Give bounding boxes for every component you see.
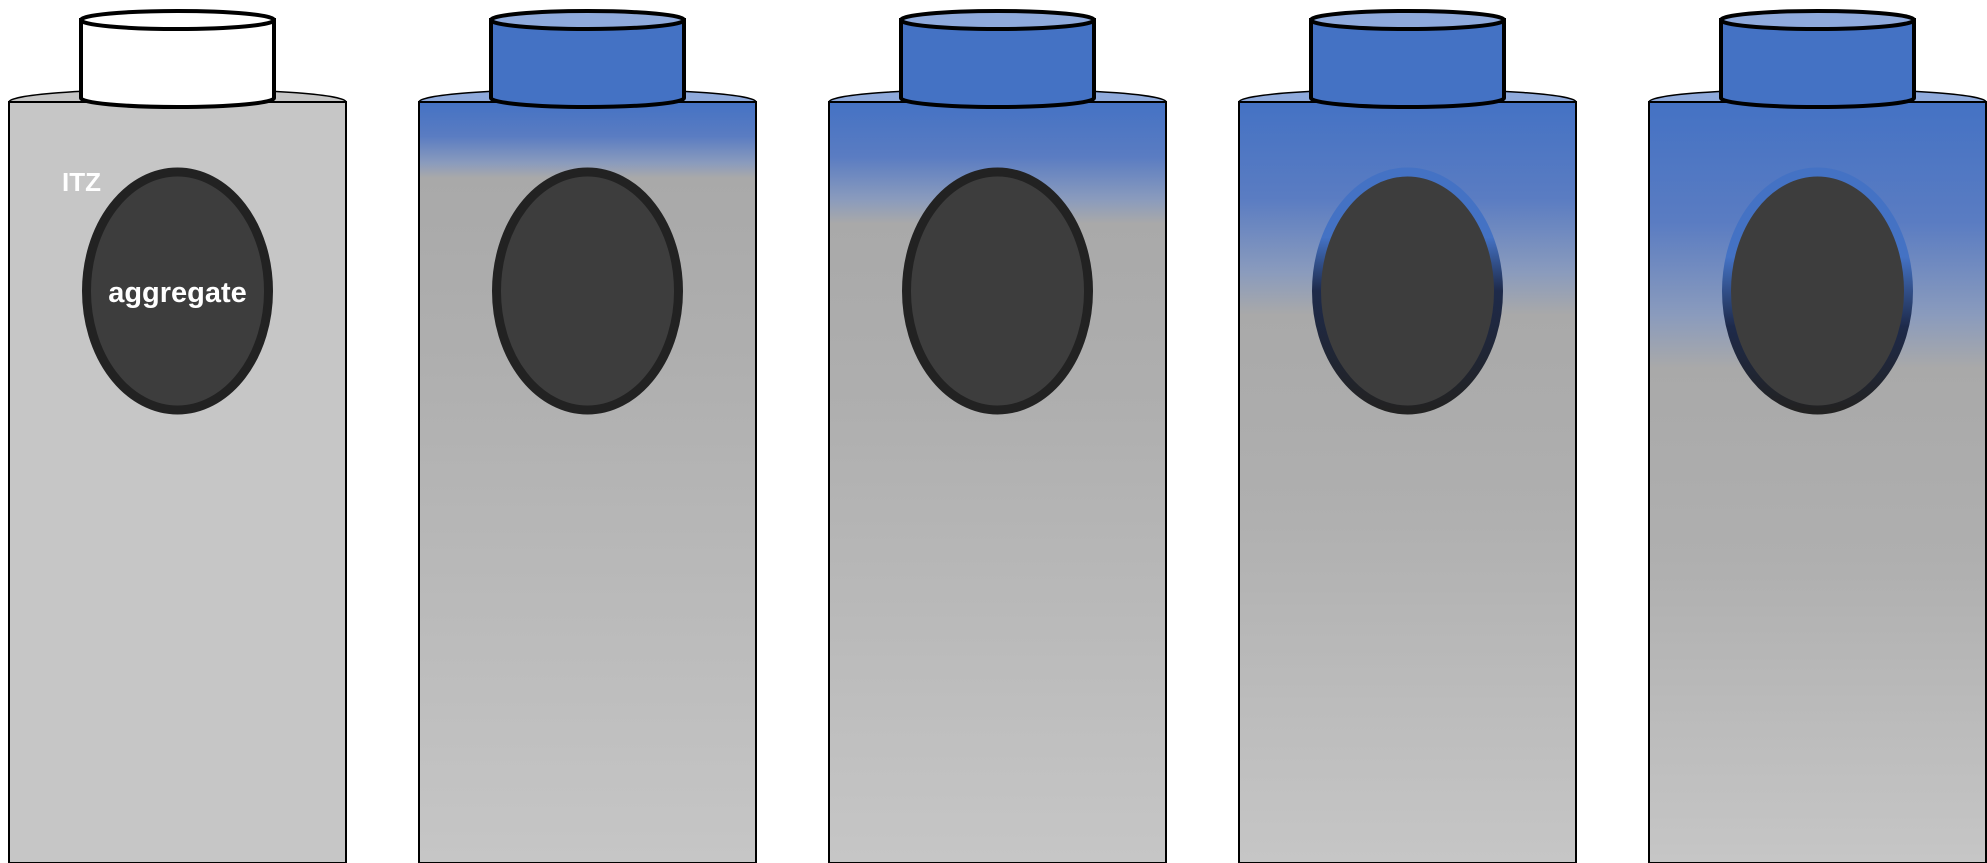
water-surface [1311, 11, 1504, 29]
itz-label: ITZ [62, 167, 101, 197]
water-surface [491, 11, 684, 29]
specimen-stage-2 [419, 11, 756, 863]
water-reservoir-cylinder [491, 11, 684, 107]
water-surface [81, 11, 274, 29]
aggregate-particle [497, 172, 679, 410]
water-reservoir-cylinder [1311, 11, 1504, 107]
specimen-stage-4 [1239, 11, 1576, 863]
aggregate-particle [907, 172, 1089, 410]
water-surface [1721, 11, 1914, 29]
aggregate-label: aggregate [108, 277, 247, 309]
water-reservoir-cylinder [81, 11, 274, 107]
specimen-stage-3 [829, 11, 1166, 863]
specimen-dry: ITZ aggregate [9, 11, 346, 863]
water-reservoir-cylinder [901, 11, 1094, 107]
water-reservoir-cylinder [1721, 11, 1914, 107]
water-surface [901, 11, 1094, 29]
aggregate-particle [1317, 172, 1499, 410]
specimen-stage-5 [1649, 11, 1986, 863]
aggregate-particle [1727, 172, 1909, 410]
